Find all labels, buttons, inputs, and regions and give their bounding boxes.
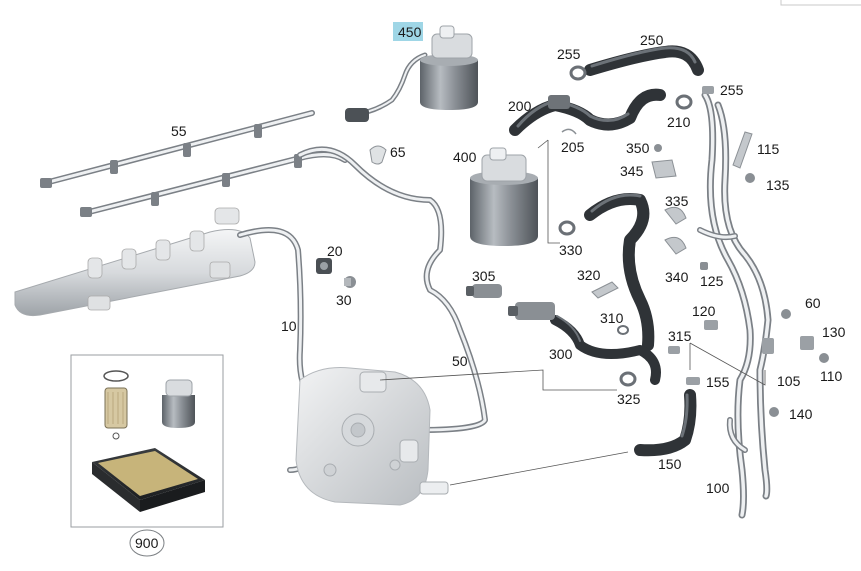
bolt-135 bbox=[745, 173, 755, 183]
hose-150 bbox=[634, 389, 697, 457]
callout-150: 150 bbox=[658, 456, 682, 472]
part-350 bbox=[654, 144, 662, 152]
callout-255b: 255 bbox=[720, 82, 744, 98]
bracket-320 bbox=[591, 281, 619, 299]
callout-350: 350 bbox=[626, 140, 650, 156]
leader-lines bbox=[379, 342, 766, 486]
callout-10: 10 bbox=[281, 318, 297, 334]
part-105 bbox=[762, 338, 774, 354]
clip-20 bbox=[316, 258, 332, 274]
callout-400: 400 bbox=[453, 149, 477, 165]
callout-55: 55 bbox=[171, 123, 187, 139]
callout-900: 900 bbox=[135, 535, 159, 551]
callout-330: 330 bbox=[559, 242, 583, 258]
callout-30: 30 bbox=[336, 292, 352, 308]
callout-205: 205 bbox=[561, 139, 585, 155]
callout-155: 155 bbox=[706, 374, 730, 390]
callout-135: 135 bbox=[766, 177, 790, 193]
callout-125: 125 bbox=[700, 273, 724, 289]
callout-345: 345 bbox=[620, 163, 644, 179]
hose-200 bbox=[509, 88, 666, 136]
clip-205 bbox=[561, 128, 577, 135]
callout-labels: 450 250 255 255 200 210 205 55 65 400 35… bbox=[135, 24, 846, 551]
frame-corner bbox=[780, 0, 861, 6]
callout-450: 450 bbox=[398, 24, 422, 40]
highlight-box-450 bbox=[393, 22, 423, 41]
clamp-155 bbox=[686, 377, 700, 385]
hose-320-330 bbox=[584, 193, 655, 351]
clip-120 bbox=[704, 320, 718, 330]
clamp-340 bbox=[664, 236, 687, 255]
clamp-325 bbox=[619, 371, 637, 387]
callout-320: 320 bbox=[577, 267, 601, 283]
bolt-140 bbox=[769, 407, 779, 417]
callout-200: 200 bbox=[508, 98, 532, 114]
part-130 bbox=[800, 336, 814, 350]
clamp-255-right bbox=[702, 86, 714, 94]
clamp-310 bbox=[617, 325, 629, 335]
sensor-305 bbox=[466, 284, 502, 298]
callout-130: 130 bbox=[822, 324, 846, 340]
clamp-315 bbox=[668, 346, 680, 354]
callout-255a: 255 bbox=[557, 46, 581, 62]
clamp-330 bbox=[558, 220, 576, 236]
callout-20: 20 bbox=[327, 243, 343, 259]
common-rail bbox=[14, 207, 256, 316]
callout-65: 65 bbox=[390, 144, 406, 160]
callout-210: 210 bbox=[667, 114, 691, 130]
bolt-110 bbox=[819, 353, 829, 363]
valve-310 bbox=[508, 302, 555, 320]
part-125 bbox=[700, 262, 708, 270]
clamp-210 bbox=[675, 94, 693, 110]
callout-110: 110 bbox=[820, 368, 843, 384]
fuel-filter-450 bbox=[345, 25, 478, 122]
callout-335: 335 bbox=[665, 193, 689, 209]
service-kit-inset-900 bbox=[70, 354, 224, 557]
callout-105: 105 bbox=[777, 373, 801, 389]
clamp-335 bbox=[664, 206, 687, 225]
callout-300: 300 bbox=[549, 346, 573, 362]
callout-115: 115 bbox=[757, 141, 780, 157]
callout-100: 100 bbox=[706, 480, 730, 496]
bracket-115 bbox=[732, 131, 753, 169]
injector-lines-55 bbox=[40, 110, 348, 217]
bolt-60 bbox=[781, 309, 791, 319]
bolt-30 bbox=[344, 276, 356, 288]
callout-60: 60 bbox=[805, 295, 821, 311]
callout-140: 140 bbox=[789, 406, 813, 422]
fuel-lines-100 bbox=[697, 91, 772, 519]
callout-250: 250 bbox=[640, 32, 664, 48]
bracket-345 bbox=[651, 159, 677, 179]
callout-120: 120 bbox=[692, 303, 716, 319]
pipe-50 bbox=[297, 146, 488, 443]
hose-250 bbox=[584, 45, 704, 76]
callout-315: 315 bbox=[668, 328, 692, 344]
callout-325: 325 bbox=[617, 391, 641, 407]
high-pressure-pump bbox=[295, 367, 449, 506]
hose-300 bbox=[550, 315, 661, 385]
callout-310: 310 bbox=[600, 310, 624, 326]
callout-340: 340 bbox=[665, 269, 689, 285]
bracket-65 bbox=[369, 145, 387, 165]
clamp-255-left bbox=[569, 65, 587, 81]
fuel-filter-400 bbox=[470, 139, 560, 246]
callout-305: 305 bbox=[472, 268, 496, 284]
callout-50: 50 bbox=[452, 353, 468, 369]
